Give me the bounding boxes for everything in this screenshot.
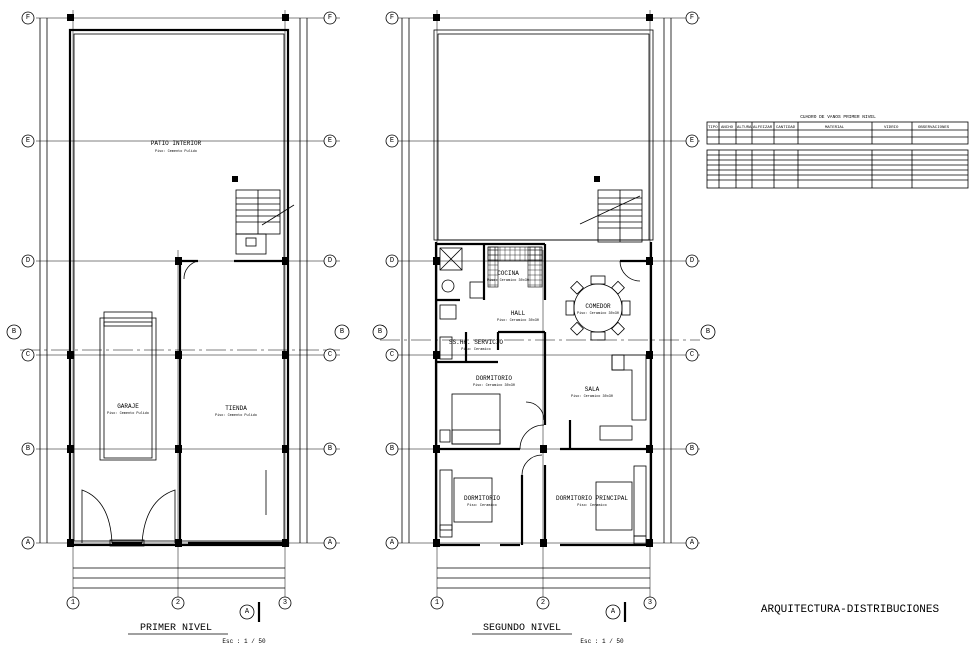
dimension-lines — [401, 18, 672, 589]
svg-text:Piso: Ceramico 30x30: Piso: Ceramico 30x30 — [497, 318, 539, 323]
plan-title-segundo-nivel: SEGUNDO NIVEL — [483, 623, 561, 634]
svg-text:A: A — [611, 608, 616, 616]
svg-text:B: B — [12, 328, 16, 336]
svg-text:F: F — [690, 14, 694, 22]
svg-text:A: A — [690, 539, 695, 547]
grid-bubbles: F E D C B A F E D C B A 1 2 3 F E D C B … — [21, 11, 699, 610]
svg-text:C: C — [390, 351, 394, 359]
svg-text:ALFEIZAR: ALFEIZAR — [753, 126, 773, 130]
bed-master — [595, 465, 647, 545]
svg-text:Piso: Ceramico 30x30: Piso: Ceramico 30x30 — [487, 278, 529, 283]
room-label-service: SS.HH. SERVICIO — [449, 339, 503, 346]
svg-text:E: E — [328, 137, 332, 145]
svg-text:Piso: Ceramico 30x30: Piso: Ceramico 30x30 — [571, 394, 613, 399]
interior-walls — [436, 244, 651, 545]
plan-scale-segundo-nivel: Esc : 1 / 50 — [580, 638, 624, 645]
columns — [433, 14, 653, 547]
svg-text:B: B — [340, 328, 344, 336]
svg-text:MATERIAL: MATERIAL — [825, 126, 845, 130]
plan-scale-primer-nivel: Esc : 1 / 50 — [222, 638, 266, 645]
bed-dormitorio — [439, 393, 501, 445]
svg-text:Piso: Cemento Pulido: Piso: Cemento Pulido — [215, 413, 257, 418]
garage-doors — [81, 489, 176, 547]
plan-segundo-nivel: COCINA Piso: Ceramico 30x30 COMEDOR Piso… — [380, 10, 700, 645]
staircase — [579, 189, 643, 243]
svg-text:D: D — [390, 257, 394, 265]
drawing-title: ARQUITECTURA-DISTRIBUCIONES — [761, 604, 940, 616]
svg-text:A: A — [390, 539, 395, 547]
svg-text:OBSERVACIONES: OBSERVACIONES — [918, 126, 950, 130]
svg-text:ANCHO: ANCHO — [721, 126, 734, 130]
svg-text:Piso: Cemento Pulido: Piso: Cemento Pulido — [155, 149, 197, 154]
dimension-lines — [39, 18, 308, 589]
room-label-dining: COMEDOR — [585, 303, 611, 310]
svg-text:E: E — [26, 137, 30, 145]
svg-text:B: B — [328, 445, 332, 453]
svg-text:3: 3 — [283, 599, 287, 607]
car-symbol — [99, 311, 157, 461]
svg-text:A: A — [26, 539, 31, 547]
svg-text:Piso: Ceramico 30x30: Piso: Ceramico 30x30 — [577, 311, 619, 316]
window-schedule-table: CUADRO DE VANOS PRIMER NIVEL TIPO ANCHO … — [706, 114, 969, 189]
svg-text:2: 2 — [176, 599, 180, 607]
shop-walls — [178, 259, 288, 545]
plan-title-primer-nivel: PRIMER NIVEL — [140, 623, 212, 634]
svg-text:1: 1 — [435, 599, 439, 607]
svg-text:Piso: Ceramico: Piso: Ceramico — [467, 503, 496, 508]
svg-text:F: F — [328, 14, 332, 22]
svg-text:B: B — [378, 328, 382, 336]
svg-text:C: C — [26, 351, 30, 359]
svg-text:F: F — [390, 14, 394, 22]
bed-dormitorio-2 — [439, 469, 493, 538]
svg-text:B: B — [706, 328, 710, 336]
section-markers: B B B B A A — [6, 324, 716, 622]
svg-text:A: A — [245, 608, 250, 616]
svg-text:D: D — [328, 257, 332, 265]
room-label-garage: GARAJE — [117, 403, 139, 410]
room-label-living: SALA — [585, 386, 600, 393]
svg-text:TIPO: TIPO — [708, 126, 718, 130]
svg-text:F: F — [26, 14, 30, 22]
staircase — [235, 189, 295, 255]
plan-primer-nivel: PATIO INTERIOR Piso: Cemento Pulido GARA… — [20, 10, 340, 645]
outer-walls — [434, 242, 653, 547]
room-label-kitchen: COCINA — [497, 270, 519, 277]
svg-text:3: 3 — [648, 599, 652, 607]
room-label-shop: TIENDA — [225, 405, 247, 412]
columns — [67, 14, 289, 547]
svg-text:E: E — [390, 137, 394, 145]
svg-text:D: D — [26, 257, 30, 265]
svg-text:VIDRIO: VIDRIO — [884, 126, 899, 130]
svg-text:Piso: Ceramico 30x30: Piso: Ceramico 30x30 — [473, 383, 515, 388]
room-label-bedroom-2: DORMITORIO — [464, 495, 500, 502]
svg-text:CANTIDAD: CANTIDAD — [776, 126, 796, 130]
schedule-title: CUADRO DE VANOS PRIMER NIVEL — [800, 114, 876, 120]
svg-text:B: B — [690, 445, 694, 453]
svg-text:Piso: Cemento Pulido: Piso: Cemento Pulido — [107, 411, 149, 416]
room-label-bedroom: DORMITORIO — [476, 375, 512, 382]
room-label-hall: HALL — [511, 310, 526, 317]
svg-text:C: C — [328, 351, 332, 359]
room-label-master-bedroom: DORMITORIO PRINCIPAL — [556, 495, 628, 502]
svg-text:D: D — [690, 257, 694, 265]
svg-text:ALTURA: ALTURA — [737, 126, 752, 130]
kitchen-fixtures — [469, 246, 543, 299]
svg-text:C: C — [690, 351, 694, 359]
room-label-patio: PATIO INTERIOR — [151, 140, 202, 147]
svg-text:B: B — [26, 445, 30, 453]
svg-text:A: A — [328, 539, 333, 547]
svg-text:1: 1 — [71, 599, 75, 607]
svg-text:2: 2 — [541, 599, 545, 607]
svg-text:E: E — [690, 137, 694, 145]
svg-text:B: B — [390, 445, 394, 453]
svg-text:Piso: Ceramico: Piso: Ceramico — [577, 503, 606, 508]
svg-text:Piso: Ceramico: Piso: Ceramico — [461, 347, 490, 352]
